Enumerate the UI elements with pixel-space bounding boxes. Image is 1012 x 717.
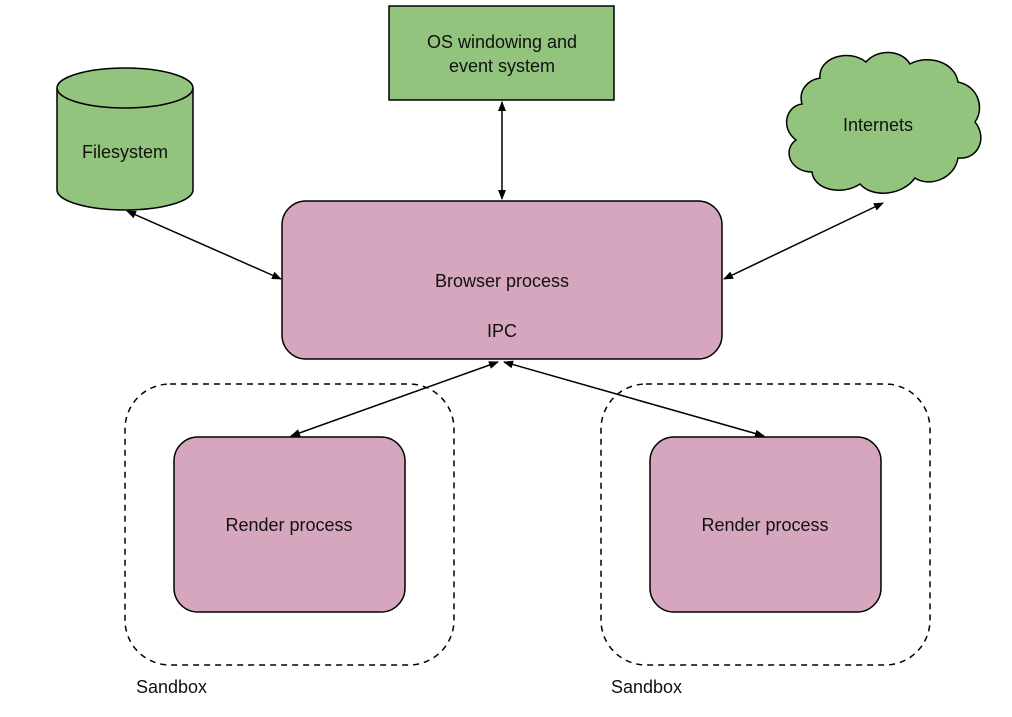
filesystem-label: Filesystem [82, 142, 168, 162]
cloud-icon [785, 51, 982, 194]
render-process-left-label: Render process [225, 515, 352, 535]
render-process-left-node: Render process [173, 436, 406, 613]
arrow-internets-browser [723, 202, 884, 280]
arrow-browser-render-right [503, 360, 765, 438]
internets-node: Internets [785, 51, 982, 194]
os-windowing-node: OS windowing and event system [388, 5, 615, 101]
filesystem-cylinder-top [56, 67, 194, 109]
os-windowing-label-line1: OS windowing and [427, 32, 577, 52]
browser-process-box [281, 200, 723, 360]
browser-process-node: Browser process IPC [281, 200, 723, 360]
render-process-right-box [649, 436, 882, 613]
os-windowing-box [388, 5, 615, 101]
browser-process-label: Browser process [435, 271, 569, 291]
sandbox-right-label: Sandbox [611, 677, 682, 697]
os-windowing-label-line2: event system [449, 56, 555, 76]
arrow-filesystem-browser [126, 210, 282, 280]
filesystem-cylinder-body [56, 88, 194, 211]
ipc-label: IPC [487, 321, 517, 341]
render-process-right-label: Render process [701, 515, 828, 535]
sandbox-left-label: Sandbox [136, 677, 207, 697]
connectors [126, 101, 884, 438]
arrow-browser-render-left [290, 361, 499, 437]
sandbox-right: Sandbox [600, 383, 931, 697]
internets-label: Internets [843, 115, 913, 135]
render-process-left-box [173, 436, 406, 613]
sandbox-left: Sandbox [124, 383, 455, 697]
render-process-right-node: Render process [649, 436, 882, 613]
filesystem-node: Filesystem [56, 67, 194, 211]
